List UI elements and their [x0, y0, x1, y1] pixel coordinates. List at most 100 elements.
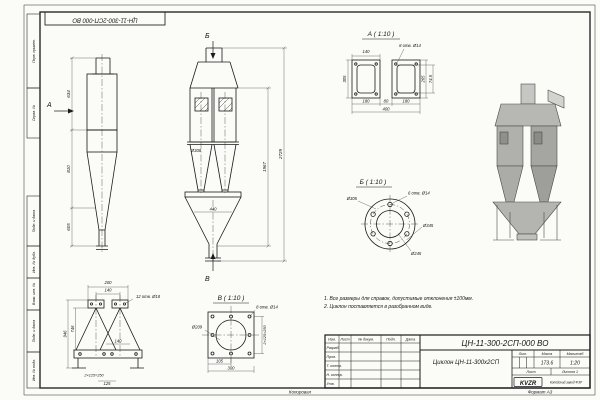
view-detail-b	[356, 186, 419, 253]
format-label: Формат А3	[528, 390, 553, 395]
dim-440: 440	[210, 207, 218, 212]
view-arrow-v: В	[205, 253, 216, 283]
dim-2x125-flange: 2×125=250	[263, 325, 267, 346]
dim-140-top: 140	[105, 288, 113, 293]
view-support-labels: 200 140 12 отв. Ø18 946 746 140 2×125=25…	[63, 280, 161, 386]
detail-a-holes: 8 отв. Ø14	[399, 43, 421, 48]
titleblock-header-cols: Изм. Лист № докум. Подп. Дата	[328, 338, 415, 342]
stamp-label: Перв. примен.	[32, 39, 36, 63]
titleblock-sign-rows: Разраб. Пров. Т. контр. Н. контр. Утв.	[327, 346, 343, 386]
dim-400: 400	[383, 107, 391, 112]
stamp-label: Инв. № подл.	[32, 359, 36, 381]
view-front-dims	[194, 46, 287, 263]
view-arrow-a: А	[46, 102, 74, 114]
detail-b-title: Б ( 1:10 )	[360, 179, 387, 186]
stamp-label: Справ. №	[32, 105, 36, 121]
dim-946: 946	[63, 330, 68, 338]
view-detail-a-labels: А ( 1:10 ) 140 8 отв. Ø14 305 265 74.5 1…	[342, 31, 433, 112]
top-stamp-box	[44, 11, 166, 26]
dim-634: 634	[66, 90, 71, 98]
dim-200: 200	[104, 280, 113, 285]
scale-value: 1:20	[570, 361, 580, 367]
titleblock-right-grid: Лит. Масса Масштаб 173.6 1:20 Лист Листо…	[518, 352, 585, 374]
stamp-label: Инв. № дубл.	[32, 251, 36, 273]
sheets-label: Листов 1	[561, 370, 578, 374]
view-arrow-b: Б	[205, 33, 216, 59]
notes: 1. Все размеры для справок, допустимые о…	[323, 296, 473, 310]
arrow-down-icon	[210, 53, 216, 59]
dim-80: 80	[384, 99, 389, 104]
row-prov: Пров.	[327, 355, 336, 359]
stamp-label: Подп. и дата	[32, 210, 36, 233]
dim-d305: Ø305	[346, 196, 358, 201]
col-izm: Изм.	[328, 338, 336, 342]
detail-a-title: А ( 1:10 )	[367, 31, 395, 38]
dim-810: 810	[66, 165, 71, 173]
view-3d	[492, 83, 565, 241]
dim-605: 605	[66, 223, 71, 231]
col-list: Лист	[339, 338, 349, 342]
mass-label: Масса	[542, 352, 553, 356]
view-arrow-v-label: В	[205, 276, 210, 283]
view-detail-v-dims	[204, 309, 264, 373]
col-docnum: № докум.	[358, 338, 374, 342]
detail-v-holes: 8 отв. Ø14	[256, 305, 278, 310]
detail-v-title: В ( 1:10 )	[218, 295, 245, 302]
row-razrab: Разраб.	[327, 346, 340, 350]
dim-746: 746	[70, 325, 75, 333]
sheet-frame	[23, 4, 596, 396]
view-arrow-b-label: Б	[205, 33, 210, 40]
dim-745: 74.5	[428, 74, 433, 83]
dim-125: 125	[104, 381, 112, 386]
view-detail-a-dims	[346, 48, 435, 114]
view-support-dims	[66, 285, 134, 382]
row-tkontr: Т. контр.	[327, 364, 343, 368]
view-side-dims	[70, 56, 96, 248]
col-data: Дата	[405, 338, 415, 342]
dim-d308: Ø308	[190, 148, 202, 153]
row-nkontr: Н. контр.	[327, 373, 343, 377]
dim-d245: Ø245	[410, 251, 422, 256]
col-podp: Подп.	[386, 338, 396, 342]
mass-value: 173.6	[541, 361, 554, 367]
titleblock-product-title: Циклон ЦН-11-300х2СП	[433, 360, 500, 366]
view-detail-v-labels: В ( 1:10 ) 8 отв. Ø14 Ø209 2×125=250 105…	[191, 295, 279, 371]
dim-265: 265	[421, 75, 426, 84]
support-holes: 12 отв. Ø18	[136, 294, 161, 299]
dim-1967: 1967	[262, 161, 267, 172]
dim-140: 140	[363, 49, 371, 54]
view-side	[86, 54, 118, 253]
company-logo: KVZR	[520, 381, 537, 387]
view-side-dim-labels: 634 810 605	[66, 90, 71, 231]
kopiroval-label: Копировал	[289, 390, 312, 395]
dim-140-mid: 140	[115, 339, 123, 344]
stamp-label: Взам. инв. №	[32, 283, 36, 305]
dim-305: 305	[342, 75, 347, 83]
scale-label: Масштаб	[567, 352, 585, 356]
title-block	[324, 334, 591, 389]
dim-300: 300	[228, 366, 236, 371]
left-stamp-boxes	[26, 13, 41, 389]
left-stamp-labels: Перв. примен. Справ. № Подп. и дата Инв.…	[32, 39, 36, 381]
view-detail-b-dims	[357, 195, 423, 252]
sheet-label: Лист	[525, 370, 535, 374]
view-front-dim-labels: 2729 1967 Ø308 440	[190, 148, 283, 212]
dim-d345: Ø345	[422, 223, 434, 228]
arrow-right-icon	[68, 108, 74, 114]
arrow-up-icon	[210, 253, 216, 259]
company-name: Копейский завод ФЗР	[550, 381, 583, 385]
lit-label: Лит.	[518, 352, 527, 356]
stamp-label: Подп. и дата	[32, 320, 36, 343]
title-block-text: ЦН-11-300-2СП-000 ВО Циклон ЦН-11-300х2С…	[327, 338, 585, 388]
dim-d209: Ø209	[191, 325, 203, 330]
dim-105: 105	[216, 359, 224, 364]
view-front	[184, 47, 242, 262]
view-support	[72, 295, 144, 369]
detail-b-holes: 6 отв. Ø14	[408, 191, 430, 196]
titleblock-doc-number: ЦН-11-300-2СП-000 ВО	[462, 339, 549, 348]
company-logo-box	[513, 377, 543, 387]
view-detail-b-labels: Б ( 1:10 ) Ø305 6 отв. Ø14 Ø345 Ø245	[346, 179, 434, 256]
note-line-1: 1. Все размеры для справок, допустимые о…	[324, 296, 473, 302]
dim-180-right: 180	[403, 99, 411, 104]
